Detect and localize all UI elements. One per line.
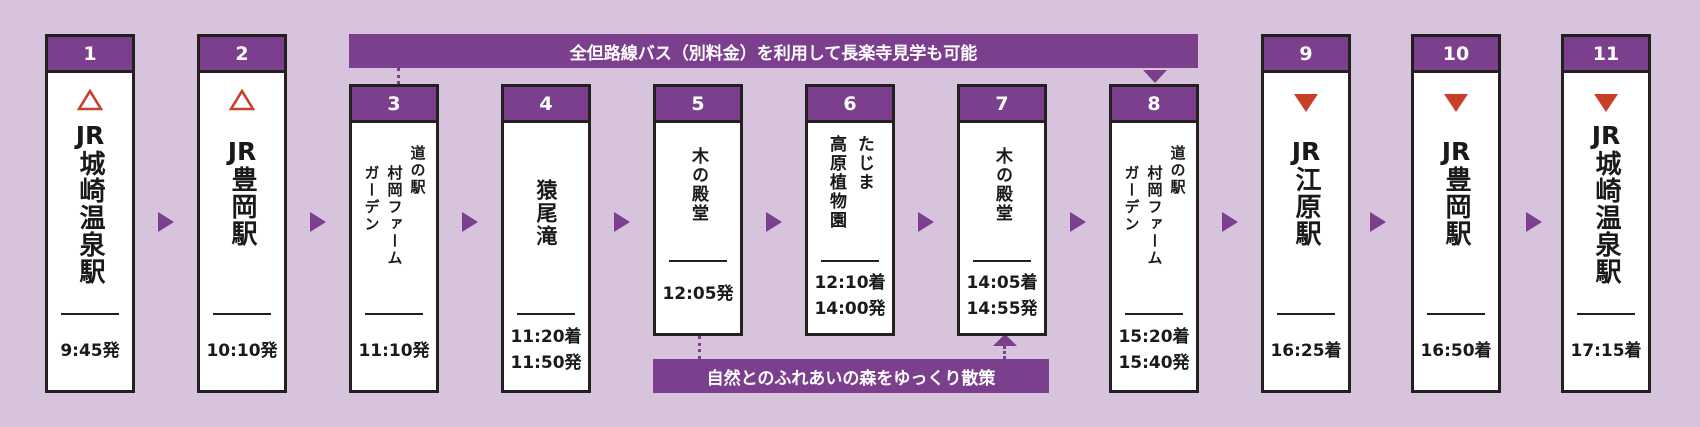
arrival-time: 14:05着	[966, 273, 1038, 293]
banner-connector-dots	[397, 68, 400, 84]
stop-6-card: 6 高原植物園 たじま 12:10着 14:00発	[805, 84, 895, 336]
route-arrow-icon	[614, 212, 630, 232]
stop-name-line-1: 道の駅	[1168, 145, 1187, 196]
stop-8-card: 8 ガーデン 村岡ファーム 道の駅 15:20着 15:40発	[1109, 84, 1199, 393]
stop-name: 豊岡駅	[1441, 166, 1471, 247]
forest-walk-text: 自然とのふれあいの森をゆっくり散策	[706, 368, 996, 389]
stop-number: 10	[1414, 37, 1498, 73]
jr-label: JR	[1591, 121, 1621, 150]
departure-time: 14:00発	[814, 299, 886, 319]
stop-name: 江原駅	[1291, 166, 1321, 247]
departure-time: 11:50発	[510, 353, 582, 373]
route-arrow-icon	[1370, 212, 1386, 232]
stop-name-line-3: ガーデン	[362, 165, 381, 233]
stop-3-card: 3 ガーデン 村岡ファーム 道の駅 11:10発	[349, 84, 439, 393]
route-arrow-icon	[1222, 212, 1238, 232]
stop-number: 6	[808, 87, 892, 123]
forest-connector-dots-left	[698, 336, 701, 359]
departure-time: 9:45発	[60, 341, 120, 361]
stop-name-line-1: 道の駅	[408, 145, 427, 196]
forest-connector-dots-right	[1003, 346, 1006, 359]
stop-number: 9	[1264, 37, 1348, 73]
divider	[517, 313, 575, 315]
arrival-time: 11:20着	[510, 327, 582, 347]
stop-2-card: 2 JR 豊岡駅 10:10発	[197, 34, 287, 393]
stop-number: 7	[960, 87, 1044, 123]
stop-name: 猿尾滝	[534, 179, 558, 248]
stop-number: 8	[1112, 87, 1196, 123]
stop-10-card: 10 JR 豊岡駅 16:50着	[1411, 34, 1501, 393]
stop-number: 2	[200, 37, 284, 73]
arrival-time: 16:50着	[1420, 341, 1492, 361]
departure-triangle-icon	[77, 89, 103, 111]
departure-time: 12:05発	[662, 284, 734, 304]
route-arrow-icon	[766, 212, 782, 232]
route-arrow-icon	[918, 212, 934, 232]
forest-pointer-icon	[993, 334, 1017, 346]
jr-label: JR	[1441, 137, 1471, 166]
divider	[973, 260, 1031, 262]
arrival-time: 16:25着	[1270, 341, 1342, 361]
stop-name-line-1: 高原植物園	[826, 135, 846, 230]
divider	[1277, 313, 1335, 315]
jr-label: JR	[227, 137, 257, 166]
stop-name: 城崎温泉駅	[1591, 150, 1621, 285]
route-arrow-icon	[310, 212, 326, 232]
stop-number: 4	[504, 87, 588, 123]
stop-7-card: 7 木の殿堂 14:05着 14:55発	[957, 84, 1047, 336]
stop-4-card: 4 猿尾滝 11:20着 11:50発	[501, 84, 591, 393]
stop-name: 木の殿堂	[688, 147, 708, 223]
divider	[1125, 313, 1183, 315]
banner-pointer-icon	[1143, 70, 1167, 83]
divider	[669, 260, 727, 262]
stop-11-card: 11 JR 城崎温泉駅 17:15着	[1561, 34, 1651, 393]
arrival-time: 15:20着	[1118, 327, 1190, 347]
jr-label: JR	[1291, 137, 1321, 166]
route-arrow-icon	[1526, 212, 1542, 232]
arrival-triangle-icon	[1294, 94, 1318, 112]
optional-bus-text: 全但路線バス（別料金）を利用して長楽寺見学も可能	[569, 43, 978, 64]
arrival-triangle-icon	[1444, 94, 1468, 112]
divider	[1577, 313, 1635, 315]
stop-number: 3	[352, 87, 436, 123]
stop-name: 豊岡駅	[227, 166, 257, 247]
divider	[365, 313, 423, 315]
stop-name: 城崎温泉駅	[75, 150, 105, 285]
divider	[1427, 313, 1485, 315]
divider	[821, 260, 879, 262]
stop-name-line-2: 村岡ファーム	[385, 165, 404, 267]
stop-number: 1	[48, 37, 132, 73]
stop-name: 木の殿堂	[992, 147, 1012, 223]
stop-1-card: 1 JR 城崎温泉駅 9:45発	[45, 34, 135, 393]
stop-name-line-3: ガーデン	[1122, 165, 1141, 233]
optional-bus-banner: 全但路線バス（別料金）を利用して長楽寺見学も可能	[349, 34, 1198, 68]
departure-time: 14:55発	[966, 299, 1038, 319]
divider	[61, 313, 119, 315]
forest-walk-banner: 自然とのふれあいの森をゆっくり散策	[653, 359, 1049, 393]
arrival-time: 12:10着	[814, 273, 886, 293]
stop-9-card: 9 JR 江原駅 16:25着	[1261, 34, 1351, 393]
departure-triangle-icon	[229, 89, 255, 111]
stop-number: 11	[1564, 37, 1648, 73]
departure-time: 15:40発	[1118, 353, 1190, 373]
route-arrow-icon	[1070, 212, 1086, 232]
stop-number: 5	[656, 87, 740, 123]
arrival-triangle-icon	[1594, 94, 1618, 112]
arrival-time: 17:15着	[1570, 341, 1642, 361]
stop-name-line-2: 村岡ファーム	[1145, 165, 1164, 267]
divider	[213, 313, 271, 315]
route-arrow-icon	[158, 212, 174, 232]
stop-5-card: 5 木の殿堂 12:05発	[653, 84, 743, 336]
departure-time: 11:10発	[358, 341, 430, 361]
stop-name-line-2: たじま	[854, 135, 874, 192]
route-arrow-icon	[462, 212, 478, 232]
departure-time: 10:10発	[206, 341, 278, 361]
jr-label: JR	[75, 121, 105, 150]
